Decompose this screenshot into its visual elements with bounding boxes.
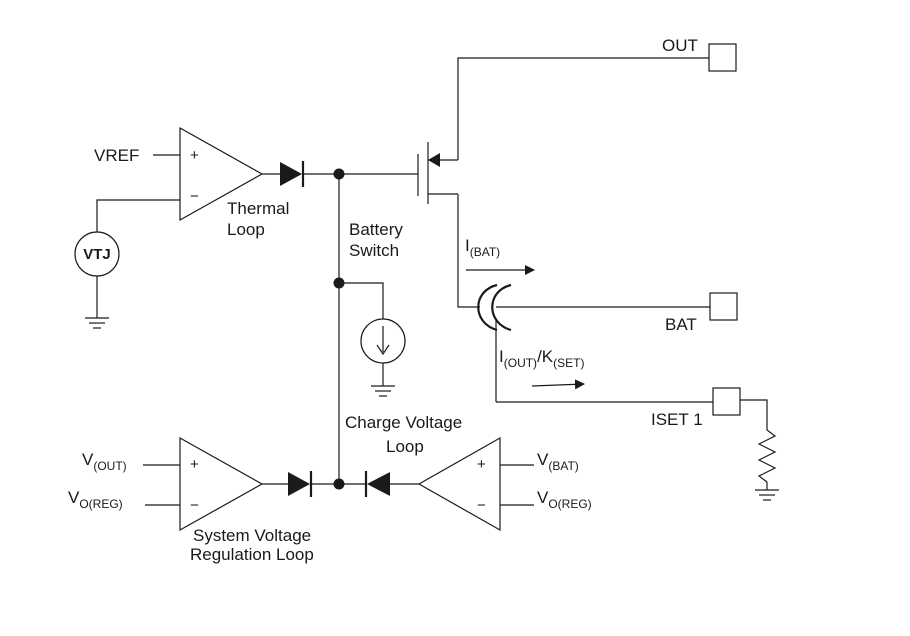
- thermal-amp-minus: −: [190, 188, 199, 205]
- out-label: OUT: [662, 36, 698, 55]
- out-pin: [708, 43, 737, 72]
- iset-resistor: [740, 399, 779, 501]
- battery-switch-node: Battery Switch: [333, 168, 418, 484]
- battery-mosfet: [417, 57, 709, 308]
- bat-label: BAT: [665, 315, 697, 334]
- charge-voltage-loop: + − Charge Voltage Loop V(BAT) VO(REG): [339, 413, 592, 532]
- system-loop-label-line1: System Voltage: [193, 526, 311, 545]
- charge-loop-label-line1: Charge Voltage: [345, 413, 462, 432]
- system-input-plus-label: V(OUT): [82, 450, 127, 473]
- charge-input-minus-label: VO(REG): [537, 488, 592, 511]
- thermal-amplifier: [179, 126, 264, 222]
- thermal-diode: [280, 161, 305, 187]
- battery-switch-label-line2: Switch: [349, 241, 399, 260]
- system-amp-minus: −: [190, 497, 199, 514]
- thermal-amp-plus: +: [190, 147, 199, 164]
- ground-symbol-vtj: [85, 317, 109, 329]
- system-voltage-loop: + − V(OUT) VO(REG) System Voltage Regula…: [68, 436, 339, 564]
- current-sense-coil: [477, 283, 498, 332]
- bat-pin: [709, 292, 738, 321]
- iset-label: ISET 1: [651, 410, 703, 429]
- iset-current-label: I(OUT)/K(SET): [499, 347, 584, 370]
- ground-symbol-source: [371, 385, 395, 397]
- charge-amp-minus: −: [477, 497, 486, 514]
- system-amplifier: [179, 436, 264, 532]
- battery-switch-label-line1: Battery: [349, 220, 403, 239]
- charge-loop-label-line2: Loop: [386, 437, 424, 456]
- current-sense: I(BAT) I(OUT)/K(SET): [465, 236, 713, 403]
- system-loop-label-line2: Regulation Loop: [190, 545, 314, 564]
- charge-amp-plus: +: [477, 456, 486, 473]
- system-amp-plus: +: [190, 456, 199, 473]
- ibat-label: I(BAT): [465, 236, 500, 259]
- iset-pin: [712, 387, 741, 416]
- charge-diode: [364, 471, 390, 497]
- iset-arrow: [531, 379, 585, 390]
- vtj-label: VTJ: [83, 246, 111, 263]
- system-input-minus-label: VO(REG): [68, 488, 123, 511]
- thermal-loop: + − VREF VTJ Thermal Loop: [74, 126, 339, 329]
- charge-input-plus-label: V(BAT): [537, 450, 579, 473]
- system-diode: [288, 471, 313, 497]
- thermal-loop-label-line1: Thermal: [227, 199, 289, 218]
- vref-label: VREF: [94, 146, 139, 165]
- charge-amplifier: [417, 436, 501, 532]
- thermal-loop-label-line2: Loop: [227, 220, 265, 239]
